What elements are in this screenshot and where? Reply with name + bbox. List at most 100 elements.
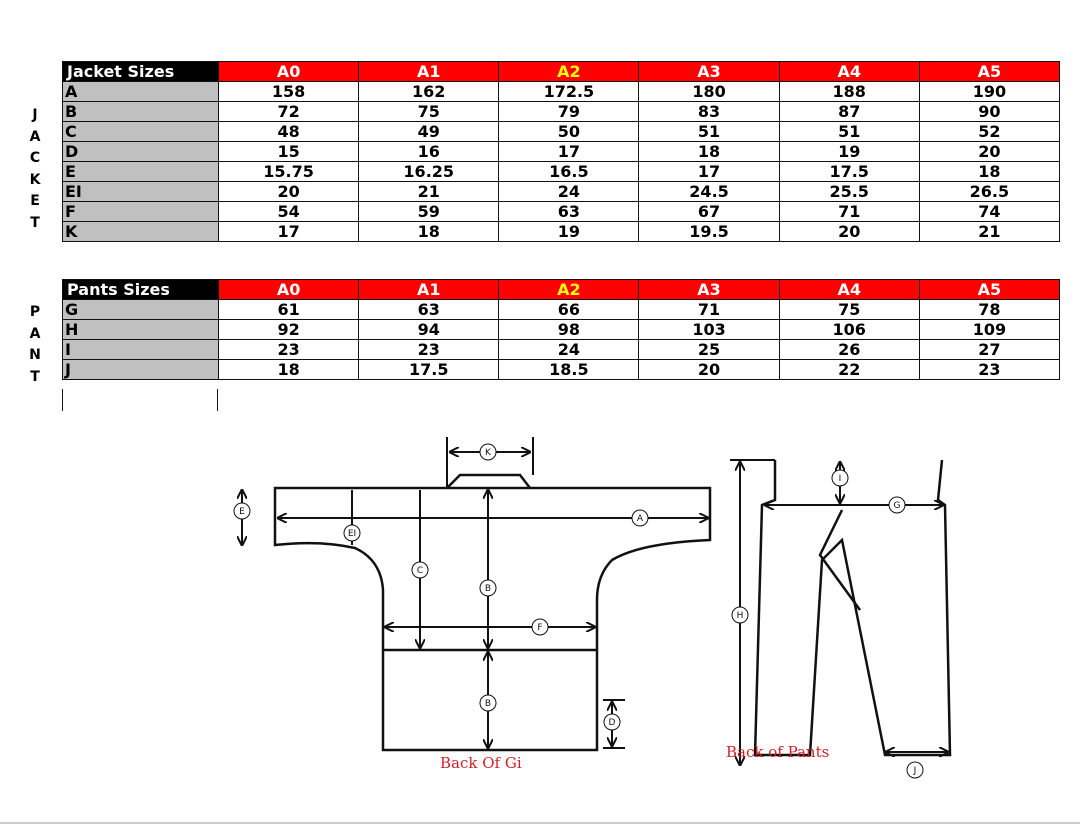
- size-header: A4: [778, 279, 920, 300]
- marker-letter-f: F: [537, 623, 542, 633]
- size-header: A0: [217, 279, 360, 300]
- measurement-value: 78: [918, 299, 1061, 320]
- measurement-value: 92: [217, 319, 360, 340]
- marker-circle: [233, 502, 251, 520]
- marker-letter-e: E: [239, 507, 245, 517]
- side-letter: J: [32, 107, 38, 123]
- measurement-value: 20: [638, 359, 780, 380]
- measurement-label: K: [62, 221, 219, 242]
- measurement-value: 19: [498, 221, 640, 242]
- jacket-header-row: Jacket Sizes A0 A1 A2 A3 A4 A5: [62, 61, 1061, 82]
- measurement-value: 16: [358, 141, 500, 162]
- measurement-value: 18: [217, 359, 360, 380]
- gi-measure-lines: [242, 437, 708, 749]
- measurement-value: 172.5: [498, 81, 640, 102]
- measurement-label: F: [62, 201, 219, 222]
- side-letter: P: [29, 304, 41, 320]
- size-header: A4: [778, 61, 920, 82]
- measurement-value: 19.5: [638, 221, 780, 242]
- marker-letter-b1: B: [485, 584, 491, 594]
- marker-circle: [479, 694, 497, 712]
- marker-circle: [906, 761, 924, 779]
- measurement-label: EI: [62, 181, 219, 202]
- pants-table-title: Pants Sizes: [62, 279, 219, 300]
- size-header: A5: [918, 61, 1061, 82]
- measurement-label: E: [62, 161, 219, 182]
- size-header: A1: [358, 61, 500, 82]
- measurement-value: 18.5: [498, 359, 640, 380]
- page-bottom-divider: [0, 822, 1080, 824]
- measurement-value: 21: [918, 221, 1061, 242]
- marker-letter-d: D: [609, 718, 616, 728]
- measurement-value: 158: [217, 81, 360, 102]
- marker-circle: [888, 496, 906, 514]
- measurement-label: J: [62, 359, 219, 380]
- measurement-value: 103: [638, 319, 780, 340]
- measurement-value: 18: [358, 221, 500, 242]
- measurement-value: 59: [358, 201, 500, 222]
- measurement-value: 94: [358, 319, 500, 340]
- measurement-label: H: [62, 319, 219, 340]
- side-letter: T: [30, 369, 40, 386]
- measurement-value: 19: [778, 141, 920, 162]
- measurement-value: 20: [778, 221, 920, 242]
- marker-circle: [343, 524, 361, 542]
- measurement-value: 63: [498, 201, 640, 222]
- side-letter: T: [30, 214, 40, 231]
- marker-letter-g: G: [894, 501, 901, 511]
- side-letter: N: [29, 347, 41, 364]
- measurement-value: 61: [217, 299, 360, 320]
- pants-header-row: Pants Sizes A0 A1 A2 A3 A4 A5: [62, 279, 1061, 300]
- measurement-value: 23: [918, 359, 1061, 380]
- measurement-value: 109: [918, 319, 1061, 340]
- size-header: A5: [918, 279, 1061, 300]
- jacket-table-title: Jacket Sizes: [62, 61, 219, 82]
- marker-letter-c: C: [417, 566, 423, 576]
- marker-circle: [831, 469, 849, 487]
- measurement-value: 17.5: [358, 359, 500, 380]
- marker-circle: [731, 606, 749, 624]
- table-stub-line: [62, 389, 63, 411]
- size-header: A0: [217, 61, 360, 82]
- measurement-value: 190: [918, 81, 1061, 102]
- marker-circle: [603, 713, 621, 731]
- marker-circle: [479, 579, 497, 597]
- side-letter: K: [29, 171, 41, 188]
- measurement-value: 26.5: [918, 181, 1061, 202]
- side-letter: A: [29, 128, 41, 145]
- marker-circle: [531, 618, 549, 636]
- gi-caption: Back Of Gi: [440, 754, 522, 772]
- measurement-label: B: [62, 101, 219, 122]
- marker-circle: [411, 561, 429, 579]
- measurement-value: 83: [638, 101, 780, 122]
- size-header-highlighted: A2: [498, 279, 640, 300]
- marker-letter-b2: B: [485, 699, 491, 709]
- side-letter: A: [29, 325, 41, 342]
- measurement-value: 17: [638, 161, 780, 182]
- measurement-label: C: [62, 121, 219, 142]
- marker-letter-i: I: [839, 474, 842, 484]
- gi-outline: [273, 473, 712, 752]
- pants-caption: Back of Pants: [726, 743, 829, 761]
- marker-letter-j: J: [913, 766, 917, 776]
- size-header: A3: [638, 61, 780, 82]
- measurement-value: 22: [778, 359, 920, 380]
- marker-letter-h: H: [737, 611, 744, 621]
- measurement-value: 63: [358, 299, 500, 320]
- side-letter: C: [29, 150, 41, 166]
- side-letter: E: [30, 193, 40, 209]
- marker-circle: [479, 443, 497, 461]
- marker-letter-k: K: [485, 448, 492, 458]
- marker-circle: [631, 509, 649, 527]
- marker-letter-a: A: [637, 514, 644, 524]
- measurement-value: 106: [778, 319, 920, 340]
